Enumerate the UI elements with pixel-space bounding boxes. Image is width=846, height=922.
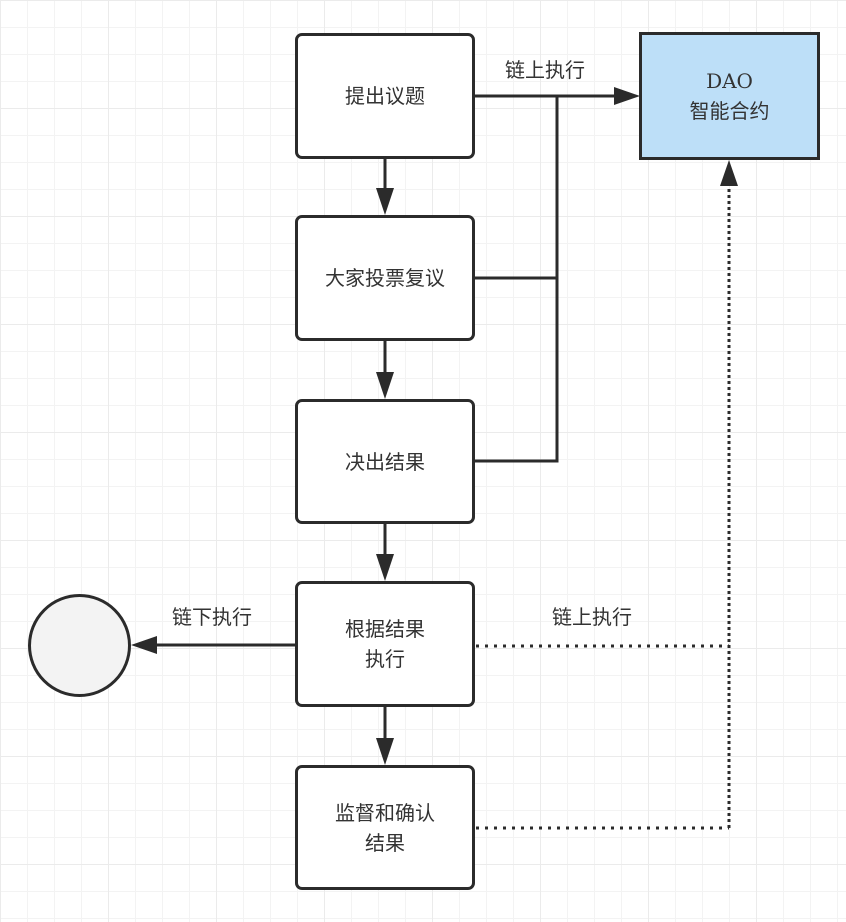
edge-decide-execute	[376, 523, 394, 581]
arrowhead-icon	[376, 372, 394, 399]
node-supervise[interactable]: 监督和确认 结果	[295, 765, 475, 890]
node-offchain-end[interactable]	[28, 594, 131, 697]
arrowhead-icon	[376, 738, 394, 765]
edge-propose-dao	[474, 87, 640, 105]
node-label: 智能合约	[689, 99, 770, 123]
edge-label-onchain-bottom: 链上执行	[552, 605, 632, 629]
arrowhead-icon	[131, 636, 157, 654]
node-label: DAO	[706, 69, 753, 93]
edge-vote-decide	[376, 340, 394, 399]
node-label: 执行	[365, 647, 405, 671]
node-label: 决出结果	[345, 449, 425, 474]
edge-propose-vote	[376, 158, 394, 215]
node-label: 监督和确认	[335, 800, 435, 825]
edge-execute-offchain	[131, 636, 296, 654]
edge-label-onchain-top: 链上执行	[505, 58, 585, 82]
node-label: 提出议题	[345, 84, 425, 108]
node-decide[interactable]: 决出结果	[295, 399, 475, 524]
node-propose[interactable]: 提出议题	[295, 33, 475, 159]
arrowhead-icon	[614, 87, 640, 105]
node-label: 根据结果	[345, 617, 425, 641]
arrowhead-icon	[376, 554, 394, 581]
arrowhead-icon	[376, 188, 394, 215]
node-execute[interactable]: 根据结果 执行	[295, 581, 475, 707]
edge-execute-supervise	[376, 706, 394, 765]
node-label: 结果	[365, 830, 405, 855]
node-label: 大家投票复议	[325, 266, 445, 290]
edge-label-offchain: 链下执行	[172, 605, 252, 629]
arrowhead-icon	[720, 160, 738, 186]
edge-execute-supervise-dao-dotted	[476, 160, 738, 830]
node-vote[interactable]: 大家投票复议	[295, 215, 475, 341]
node-dao-contract[interactable]: DAO 智能合约	[639, 32, 820, 160]
edge-vote-decide-merge	[474, 96, 559, 463]
